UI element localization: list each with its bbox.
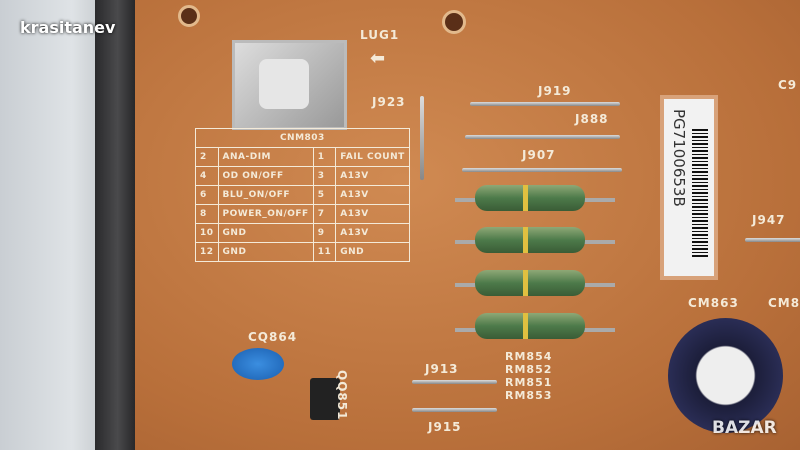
- table-cell: 4: [195, 166, 219, 186]
- label-c9: C9: [778, 78, 798, 92]
- arrow-left-icon: ⬅: [370, 48, 387, 69]
- label-cm8: CM8: [768, 296, 800, 310]
- resistor: [475, 227, 585, 253]
- table-cell: ANA-DIM: [217, 147, 314, 167]
- table-cell: 12: [195, 242, 219, 262]
- label-j923: J923: [372, 95, 406, 109]
- table-title: CNM803: [195, 128, 410, 148]
- table-cell: A13V: [335, 204, 410, 224]
- label-j888: J888: [575, 112, 609, 126]
- lug-clip: [232, 40, 347, 130]
- jumper-j907: [462, 168, 622, 172]
- mount-hole: [178, 5, 200, 27]
- table-cell: 6: [195, 185, 219, 205]
- barcode-sticker: PG7100653B: [660, 95, 718, 280]
- table-cell: A13V: [335, 185, 410, 205]
- watermark: krasitanev: [20, 18, 116, 37]
- table-cell: 1: [312, 147, 337, 167]
- table-cell: GND: [217, 223, 314, 243]
- label-j907: J907: [522, 148, 556, 162]
- jumper-j915: [412, 408, 497, 412]
- table-cell: GND: [217, 242, 314, 262]
- jumper-j923: [420, 96, 424, 180]
- label-qq851: QQ851: [335, 370, 349, 421]
- table-cell: 3: [312, 166, 337, 186]
- label-j947: J947: [752, 213, 786, 227]
- table-cell: 11: [312, 242, 337, 262]
- table-cell: A13V: [335, 166, 410, 186]
- table-cell: RM853: [505, 389, 553, 402]
- jumper-j919: [470, 102, 620, 106]
- resistor: [475, 313, 585, 339]
- table-cell: A13V: [335, 223, 410, 243]
- mount-hole: [442, 10, 466, 34]
- resistor: [475, 270, 585, 296]
- table-cell: FAIL COUNT: [335, 147, 410, 167]
- jumper-j888: [465, 135, 620, 139]
- table-cell: 9: [312, 223, 337, 243]
- table-cell: BLU_ON/OFF: [217, 185, 314, 205]
- table-cell: RM854: [505, 350, 553, 363]
- tv-bezel: [95, 0, 140, 450]
- transistor: [310, 378, 340, 420]
- label-lug1: LUG1: [360, 28, 400, 42]
- table-cell: 10: [195, 223, 219, 243]
- table-cell: 2: [195, 147, 219, 167]
- blue-capacitor: [232, 348, 284, 380]
- table-cell: POWER_ON/OFF: [217, 204, 314, 224]
- jumper-j947: [745, 238, 800, 242]
- label-j919: J919: [538, 84, 572, 98]
- table-cell: RM851: [505, 376, 553, 389]
- jumper-j913: [412, 380, 497, 384]
- label-cm863: CM863: [688, 296, 739, 310]
- table-cell: 8: [195, 204, 219, 224]
- bazar-logo: BAZAR: [712, 418, 777, 438]
- table-cell: OD ON/OFF: [217, 166, 314, 186]
- barcode: [692, 129, 708, 259]
- resistor: [475, 185, 585, 211]
- label-j915: J915: [428, 420, 462, 434]
- barcode-text: PG7100653B: [670, 109, 688, 207]
- table-cell: 7: [312, 204, 337, 224]
- table-cell: GND: [335, 242, 410, 262]
- label-j913: J913: [425, 362, 459, 376]
- electrolytic-capacitor: [668, 318, 783, 433]
- table-cell: 5: [312, 185, 337, 205]
- label-cq864: CQ864: [248, 330, 298, 344]
- table-cell: RM852: [505, 363, 553, 376]
